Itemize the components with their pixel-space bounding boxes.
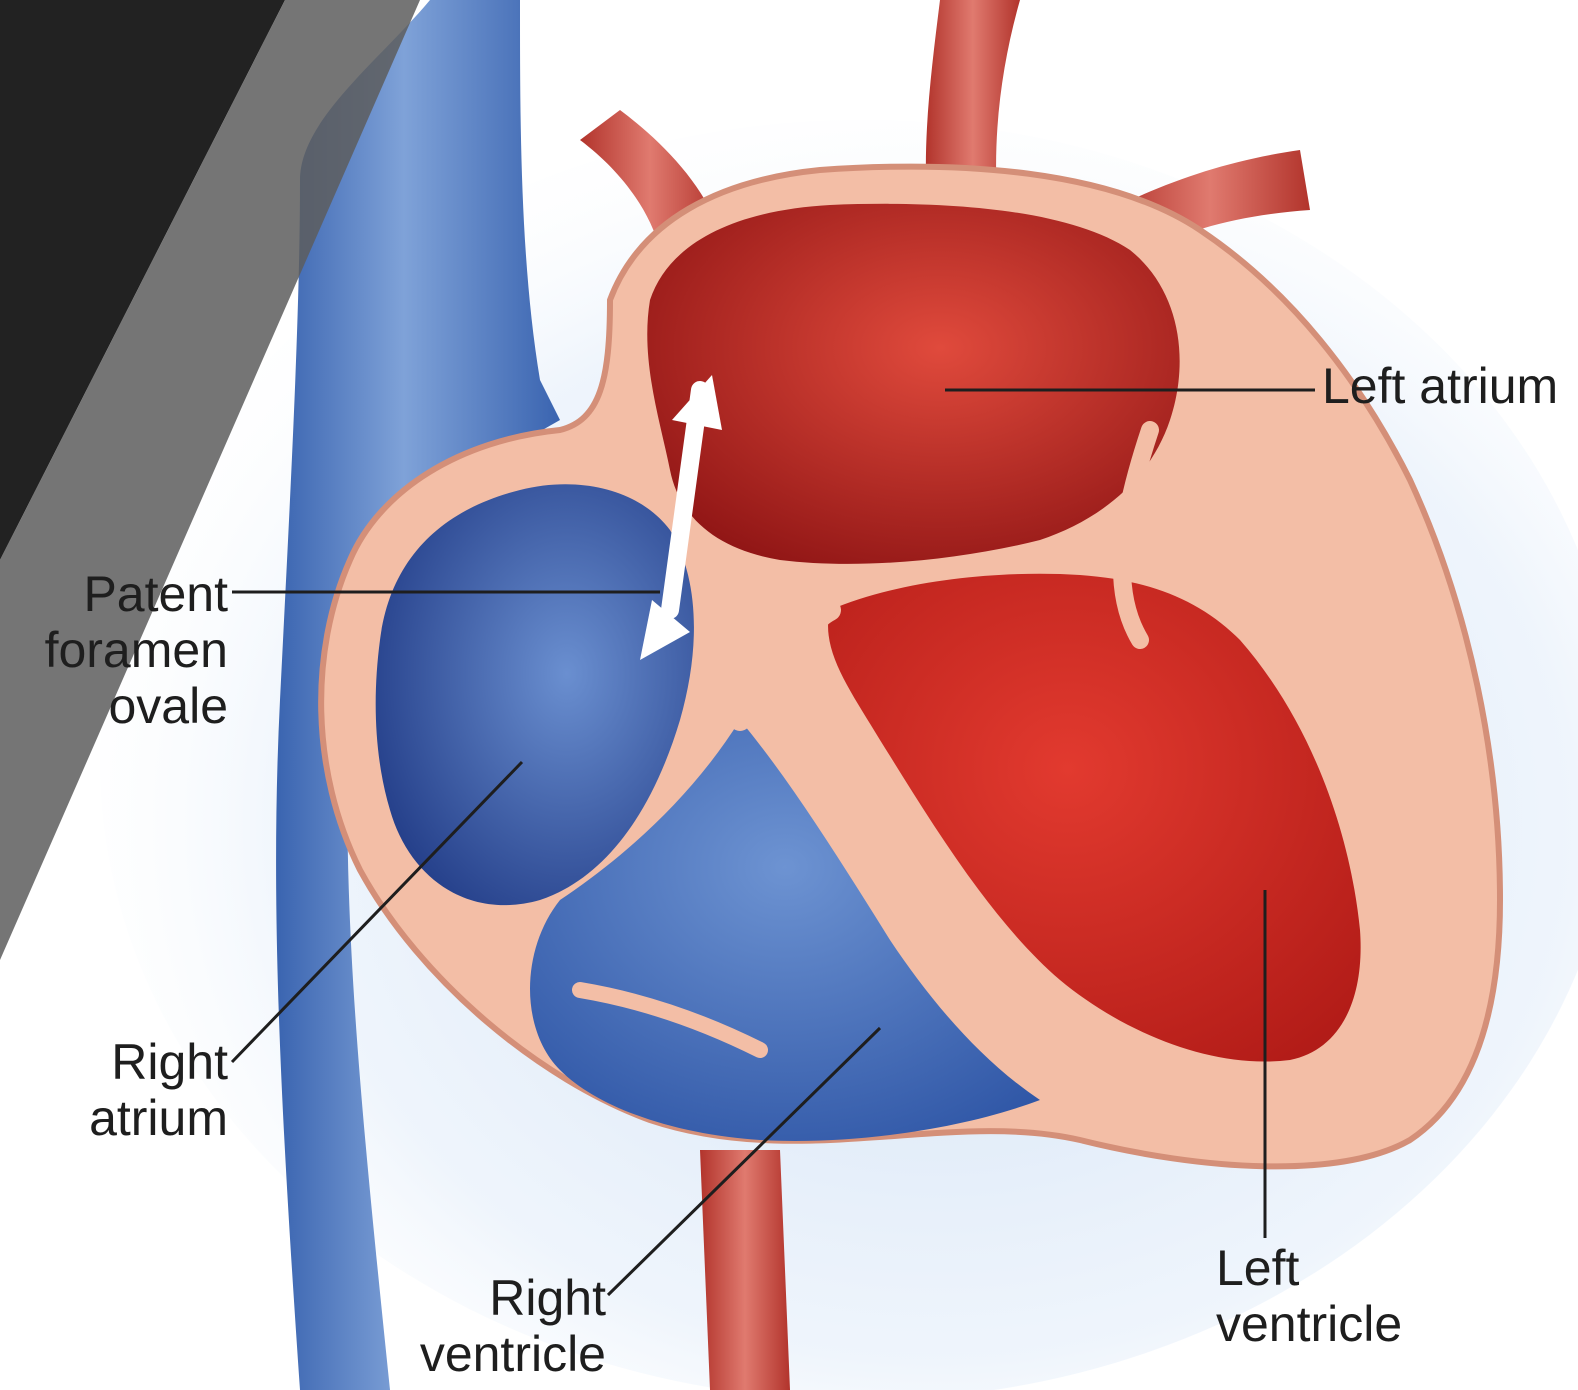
label-left-ventricle-line-2: ventricle	[1216, 1296, 1402, 1352]
left-atrium-chamber	[647, 204, 1179, 564]
label-right-atrium-line-2: atrium	[0, 1090, 228, 1146]
label-left-atrium: Left atrium	[1322, 358, 1558, 414]
label-right-ventricle-line-1: Right	[380, 1270, 606, 1326]
label-left-ventricle-line-1: Left	[1216, 1240, 1402, 1296]
label-right-atrium-line-1: Right	[0, 1034, 228, 1090]
label-right-atrium: Right atrium	[0, 1034, 228, 1146]
label-pfo-line-2: foramen	[0, 622, 228, 678]
descending-vessel	[700, 1150, 790, 1390]
label-patent-foramen-ovale: Patent foramen ovale	[0, 566, 228, 734]
label-right-ventricle-line-2: ventricle	[380, 1326, 606, 1382]
label-right-ventricle: Right ventricle	[380, 1270, 606, 1382]
label-left-atrium-text: Left atrium	[1322, 358, 1558, 414]
label-pfo-line-1: Patent	[0, 566, 228, 622]
label-pfo-line-3: ovale	[0, 678, 228, 734]
label-left-ventricle: Left ventricle	[1216, 1240, 1402, 1352]
